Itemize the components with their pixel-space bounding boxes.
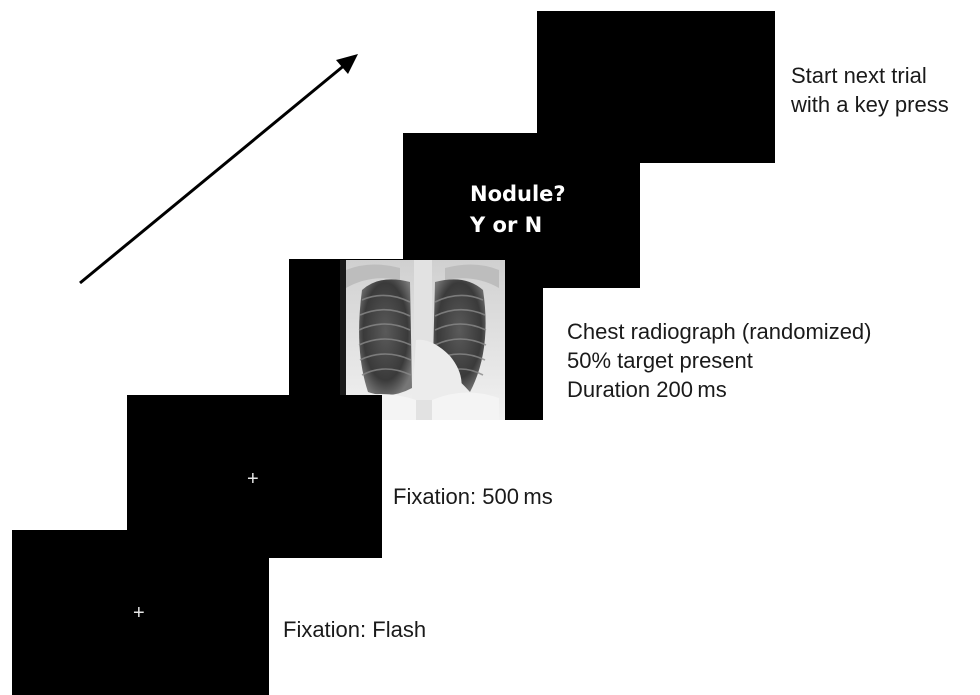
response-prompt: Nodule? Y or N: [470, 179, 566, 241]
fixation-500-label: Fixation: 500 ms: [393, 482, 553, 511]
label-line: Start next trial: [791, 61, 949, 90]
time-progression-arrow: [70, 45, 370, 295]
fixation-cross: +: [133, 603, 145, 623]
label-line: Fixation: Flash: [283, 615, 426, 644]
label-line: 50% target present: [567, 346, 872, 375]
label-line: Duration 200 ms: [567, 375, 872, 404]
fixation-cross: +: [247, 469, 259, 489]
fixation-flash-screen: +: [12, 530, 269, 695]
label-line: Fixation: 500 ms: [393, 482, 553, 511]
radiograph-label: Chest radiograph (randomized) 50% target…: [567, 317, 872, 404]
prompt-options: Y or N: [470, 210, 566, 241]
label-line: Chest radiograph (randomized): [567, 317, 872, 346]
next-trial-label: Start next trial with a key press: [791, 61, 949, 119]
fixation-flash-label: Fixation: Flash: [283, 615, 426, 644]
label-line: with a key press: [791, 90, 949, 119]
prompt-question: Nodule?: [470, 179, 566, 210]
